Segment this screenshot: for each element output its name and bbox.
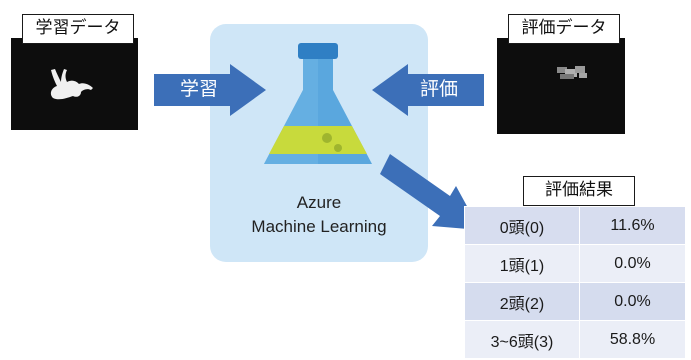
- row-value: 11.6%: [579, 206, 686, 245]
- row-label: 1頭(1): [464, 244, 580, 283]
- evaluation-arrow-label: 評価: [419, 78, 458, 100]
- row-label: 0頭(0): [464, 206, 580, 245]
- training-data-image: [11, 38, 138, 130]
- output-arrow: [380, 154, 480, 230]
- results-table: 0頭(0) 11.6% 1頭(1) 0.0% 2頭(2) 0.0% 3~6頭(3…: [464, 206, 686, 359]
- azure-label-line2: Machine Learning: [251, 217, 387, 236]
- row-value: 0.0%: [579, 244, 686, 283]
- training-arrow: [154, 64, 266, 116]
- blurred-animals-icon: [557, 66, 587, 79]
- flask-icon: [264, 43, 372, 164]
- evaluation-data-label: 評価データ: [508, 14, 620, 44]
- table-row: 1頭(1) 0.0%: [464, 244, 686, 283]
- table-row: 2頭(2) 0.0%: [464, 282, 686, 321]
- azure-label-line1: Azure: [296, 193, 342, 212]
- evaluation-data-image: [497, 38, 625, 134]
- row-label: 2頭(2): [464, 282, 580, 321]
- animal-silhouette-icon: [50, 69, 93, 100]
- results-title: 評価結果: [523, 176, 635, 206]
- row-value: 0.0%: [579, 282, 686, 321]
- evaluation-arrow: [372, 64, 484, 116]
- table-row: 3~6頭(3) 58.8%: [464, 320, 686, 359]
- table-row: 0頭(0) 11.6%: [464, 206, 686, 245]
- training-arrow-label: 学習: [179, 78, 218, 100]
- row-label: 3~6頭(3): [464, 320, 580, 359]
- training-data-label: 学習データ: [22, 14, 134, 44]
- row-value: 58.8%: [579, 320, 686, 359]
